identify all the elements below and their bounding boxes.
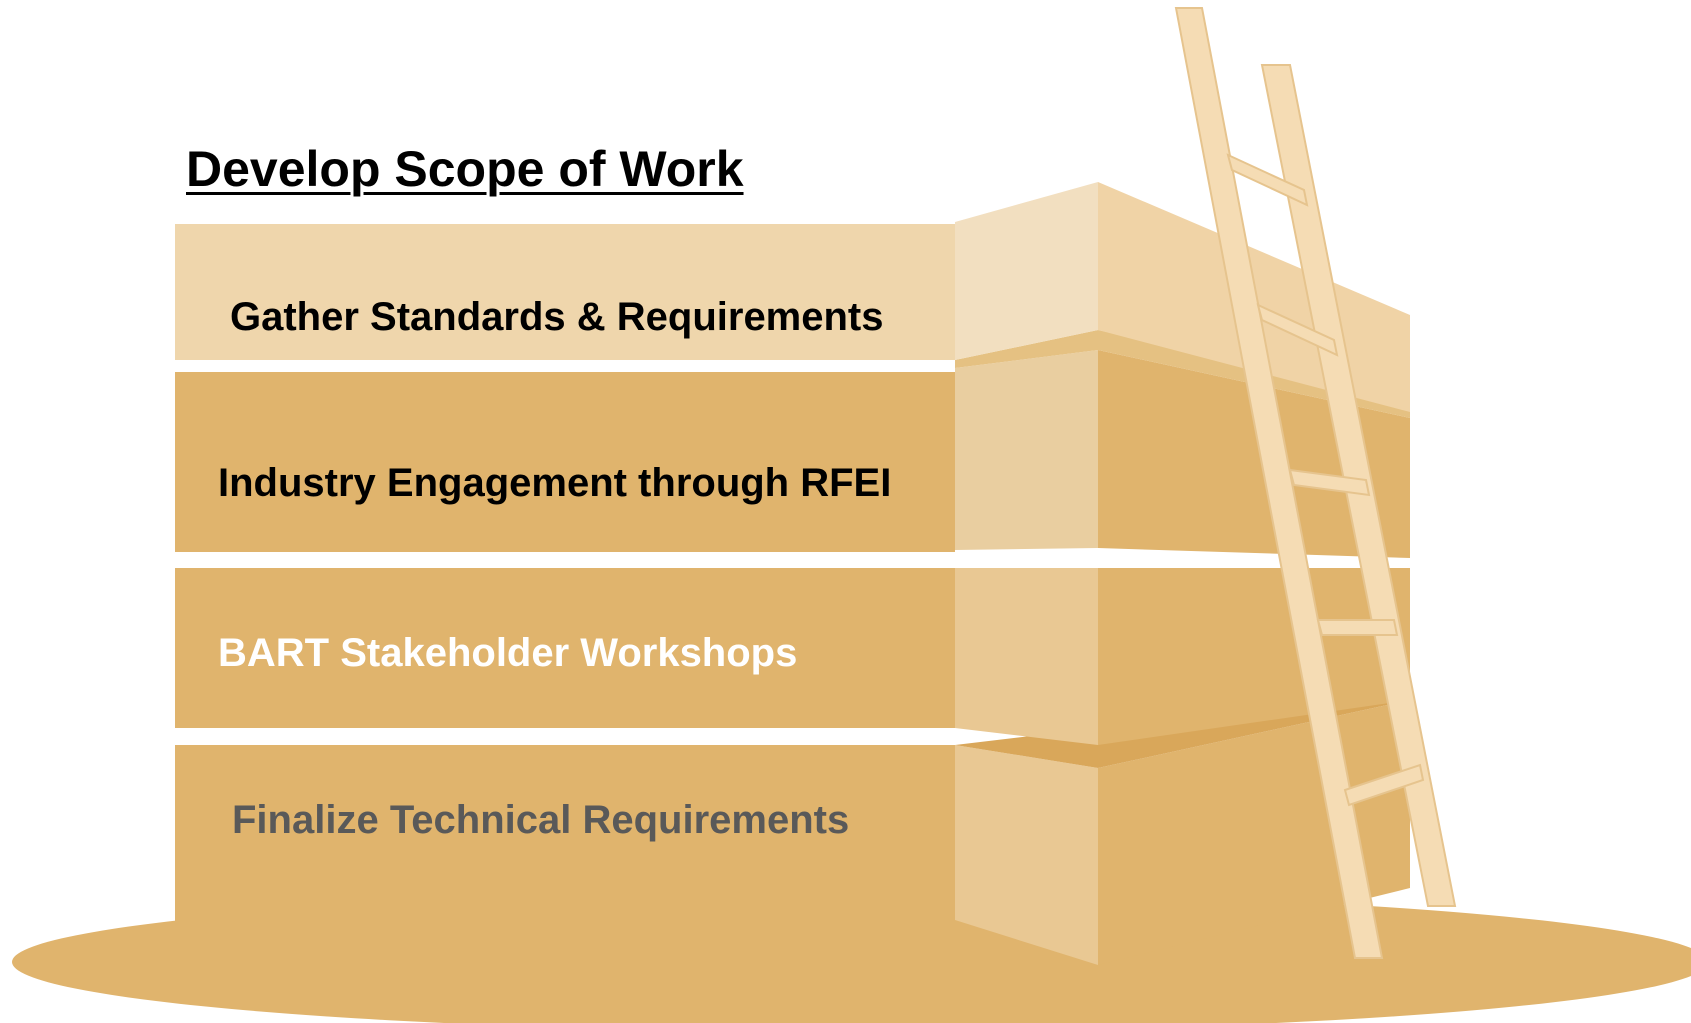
- step-label-industry-engagement: Industry Engagement through RFEI: [218, 461, 892, 505]
- block-bart-stakeholder-workshops: [175, 568, 1410, 745]
- ground-ellipse: [12, 892, 1691, 1023]
- ladder-icon: [1174, 7, 1457, 959]
- step-label-finalize-technical-requirements: Finalize Technical Requirements: [232, 798, 850, 842]
- step-label-gather-standards: Gather Standards & Requirements: [230, 295, 884, 339]
- diagram-title: Develop Scope of Work: [186, 141, 744, 197]
- step-label-bart-stakeholder-workshops: BART Stakeholder Workshops: [218, 631, 798, 675]
- block-industry-engagement: [175, 330, 1410, 558]
